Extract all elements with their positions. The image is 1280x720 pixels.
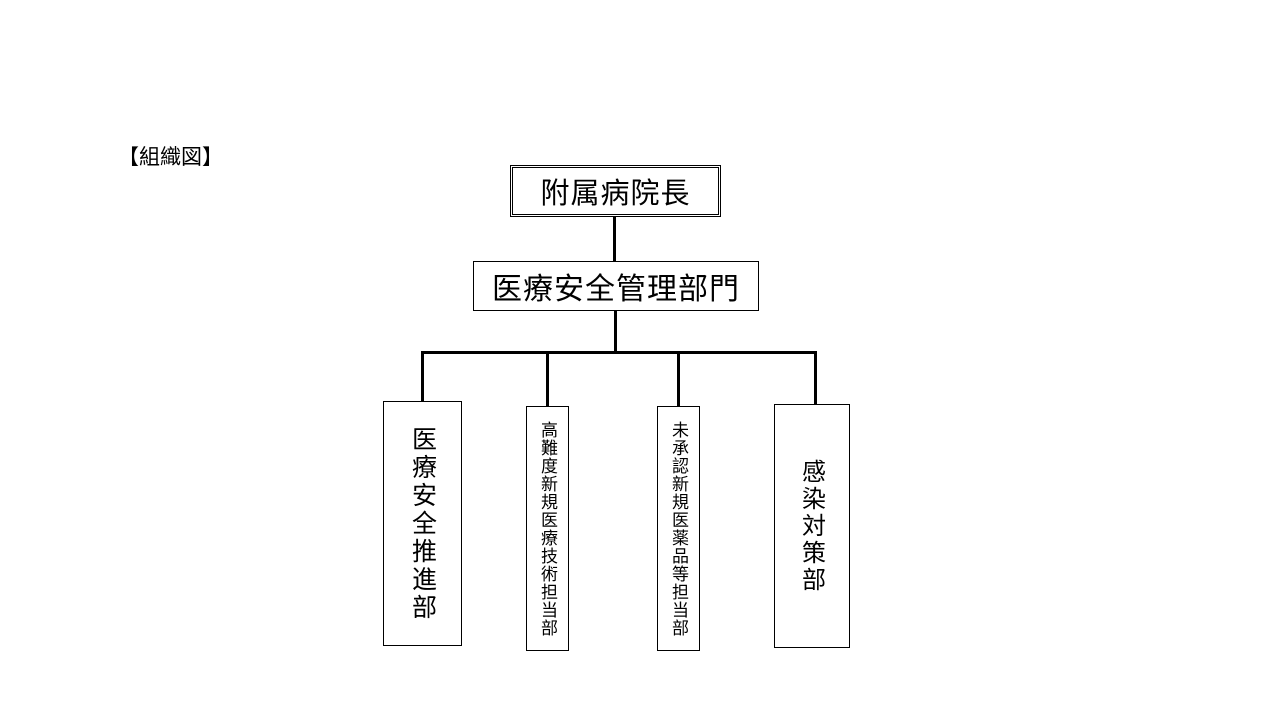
director-label: 附属病院長 [540, 176, 691, 210]
connector-director-department [613, 217, 616, 262]
connector-unit-3 [677, 354, 680, 407]
department-label: 医療安全管理部門 [492, 272, 740, 307]
connector-unit-1 [421, 351, 424, 402]
unit-label-medical-safety: 医療安全推進部 [408, 425, 438, 622]
unit-box-advanced-technology: 高難度新規医療技術担当部 [526, 406, 569, 651]
unit-label-unapproved-drugs: 未承認新規医薬品等担当部 [668, 420, 688, 637]
unit-box-medical-safety: 医療安全推進部 [383, 401, 462, 646]
unit-box-unapproved-drugs: 未承認新規医薬品等担当部 [657, 406, 700, 651]
department-box: 医療安全管理部門 [473, 261, 759, 311]
connector-department-branch [614, 311, 617, 353]
connector-unit-2 [546, 354, 549, 407]
director-box: 附属病院長 [510, 165, 721, 217]
unit-label-advanced-technology: 高難度新規医療技術担当部 [537, 420, 557, 637]
unit-box-infection-control: 感染対策部 [774, 404, 850, 648]
connector-horizontal-branch [421, 351, 817, 354]
connector-unit-4 [814, 352, 817, 405]
diagram-caption: 【組織図】 [118, 145, 223, 169]
unit-label-infection-control: 感染対策部 [797, 458, 826, 594]
